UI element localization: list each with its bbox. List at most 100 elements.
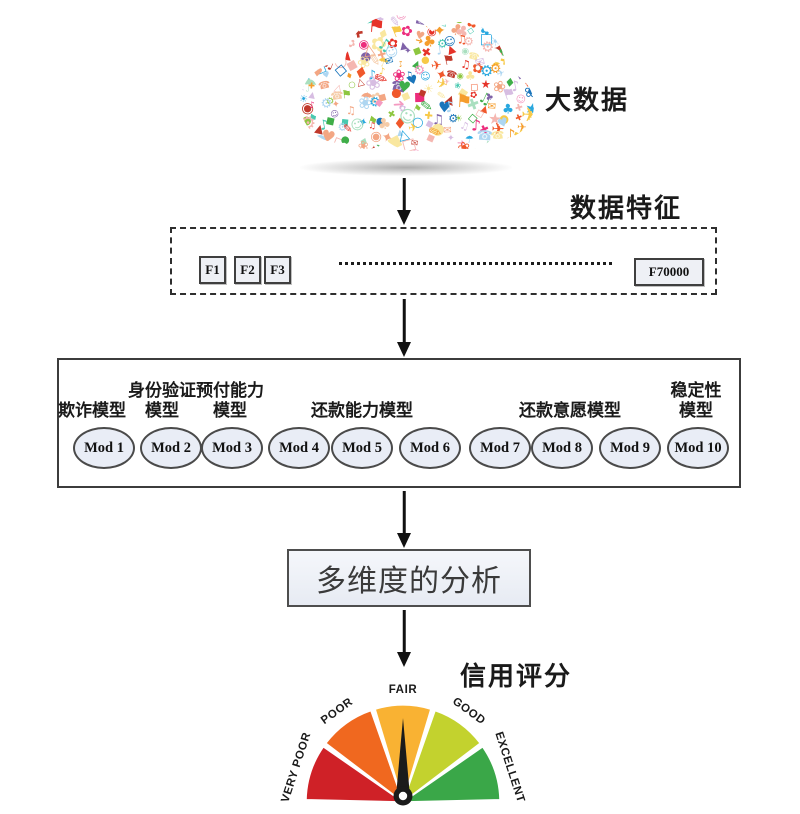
cloud-icon: ■ [494,5,516,16]
cloud-icon: ◉ [358,37,370,52]
cloud-icon: ⚙ [531,5,540,12]
feature-box-last: F70000 [634,258,704,286]
cloud-icon: ♫ [404,70,414,82]
cloud-icon: ✦ [404,47,412,57]
cloud-icon: ☀ [309,35,321,48]
cloud-icon: ◉ [369,129,383,146]
cloud-icon: ✉ [487,101,496,113]
cloud-icon: ☺ [288,40,301,53]
cloud-icon: ▲ [314,121,326,137]
cloud-icon: ✿ [341,143,351,155]
cloud-icon: ♣ [448,20,466,41]
cloud-icon: ☺ [443,33,457,49]
cloud-icon: ✿ [311,27,322,41]
cloud-icon: ☎ [317,79,332,93]
cloud-icon: ■ [425,131,436,143]
gauge-segment [401,709,482,805]
cloud-icon: ✉ [384,55,395,68]
cloud-icon: ● [319,53,328,64]
cloud-icon: ♫ [432,112,445,128]
gauge-segment [324,709,405,805]
cloud-icon: ♦ [375,26,391,44]
cloud-icon: ■ [411,44,422,56]
cloud-icon: ★ [333,12,351,32]
cloud-icon: ♥ [405,72,420,89]
cloud-icon: ▲ [488,142,503,160]
model-ellipse: Mod 1 [73,427,135,469]
cloud-icon: ♦ [335,141,348,156]
model-ellipse: Mod 10 [667,427,729,469]
cloud-icon: ◇ [467,110,478,126]
cloud-icon: ◉ [426,24,437,38]
cloud-icon: ☺ [383,44,400,62]
cloud-icon: ● [510,27,522,40]
cloud-icon: ✎ [420,98,434,116]
arrow-shaft [402,178,406,212]
cloud-icon: ☀ [508,11,523,29]
cloud-icon: △ [533,39,540,52]
big-data-cloud-icon: ■♣●♪♥✿✿✈➜❀◆✉☺◆✦⚙□●■◇✈△⚙✉✖⚑○★✿☎♣✚✎☺☎♪△➜●✿… [285,5,540,160]
cloud-icon: ♫ [368,121,376,132]
cloud-icon: ♣ [484,91,496,104]
cloud-icon: ❀ [383,5,399,15]
cloud-icon: △ [524,13,540,32]
cloud-icon: ✚ [514,45,533,69]
model-ellipse: Mod 5 [331,427,393,469]
cloud-icon: ■ [289,5,304,19]
cloud-icon: ✈ [495,67,506,80]
cloud-icon: ♫ [458,119,470,133]
cloud-icon: ✖ [420,45,432,60]
cloud-icon: ✖ [532,67,540,78]
cloud-icon: ♥ [496,114,511,131]
arrow-shaft [402,491,406,535]
cloud-icon: ✉ [474,54,487,70]
cloud-icon: ● [339,134,351,147]
cloud-icon: ☂ [465,134,475,145]
cloud-icon: ⚑ [442,52,457,69]
cloud-icon: ♦ [393,114,407,132]
cloud-icon: ✈ [517,120,527,134]
cloud-icon: ● [538,77,540,90]
cloud-icon: △ [362,40,376,59]
cloud-icon: ☀ [298,93,309,105]
cloud-icon: ♪ [318,117,330,134]
cloud-icon: ♪ [435,43,445,58]
cloud-icon: ◆ [374,96,384,109]
cloud-icon: ♦ [356,134,371,151]
arrow-shaft [402,299,406,344]
model-ellipse: Mod 3 [201,427,263,469]
cloud-icon: ☀ [423,81,434,96]
cloud-icon: ⚑ [366,113,379,128]
cloud-icon: ✈ [442,76,450,87]
cloud-icon: ♣ [452,21,472,43]
cloud-icon: ✖ [335,35,344,46]
cloud-icon: ✉ [285,45,293,56]
cloud-icon: ◉ [469,145,481,158]
model-group-label: 稳定性 模型 [670,380,722,421]
cloud-icon: ▲ [399,40,409,52]
cloud-icon: ☀ [454,113,463,124]
cloud-icon: ♪ [379,66,386,77]
cloud-icon: ✈ [513,5,525,17]
cloud-icon: ➜ [393,97,406,114]
cloud-icon: ◆ [530,42,540,69]
cloud-icon: ✚ [376,47,388,62]
cloud-icon: ♣ [375,114,393,135]
cloud-icon: ✚ [513,111,523,123]
cloud-icon: ♪ [471,116,482,134]
cloud-icon: ♥ [414,28,426,43]
cloud-icon: ✦ [379,128,396,147]
cloud-icon: ★ [480,77,491,92]
model-group-label: 预付能力 模型 [196,380,264,421]
cloud-icon: ➜ [457,138,465,149]
cloud-icon: ✚ [514,102,525,115]
cloud-icon: ⚙ [322,34,333,47]
cloud-icon: ✎ [426,122,445,144]
cloud-icon: ☺ [515,94,527,106]
cloud-icon: ⚙ [336,120,348,135]
cloud-icon: ✿ [468,90,479,102]
cloud-icon: ♪ [368,68,377,83]
gauge-needle-icon [396,718,410,794]
cloud-icon: ✦ [533,110,540,129]
